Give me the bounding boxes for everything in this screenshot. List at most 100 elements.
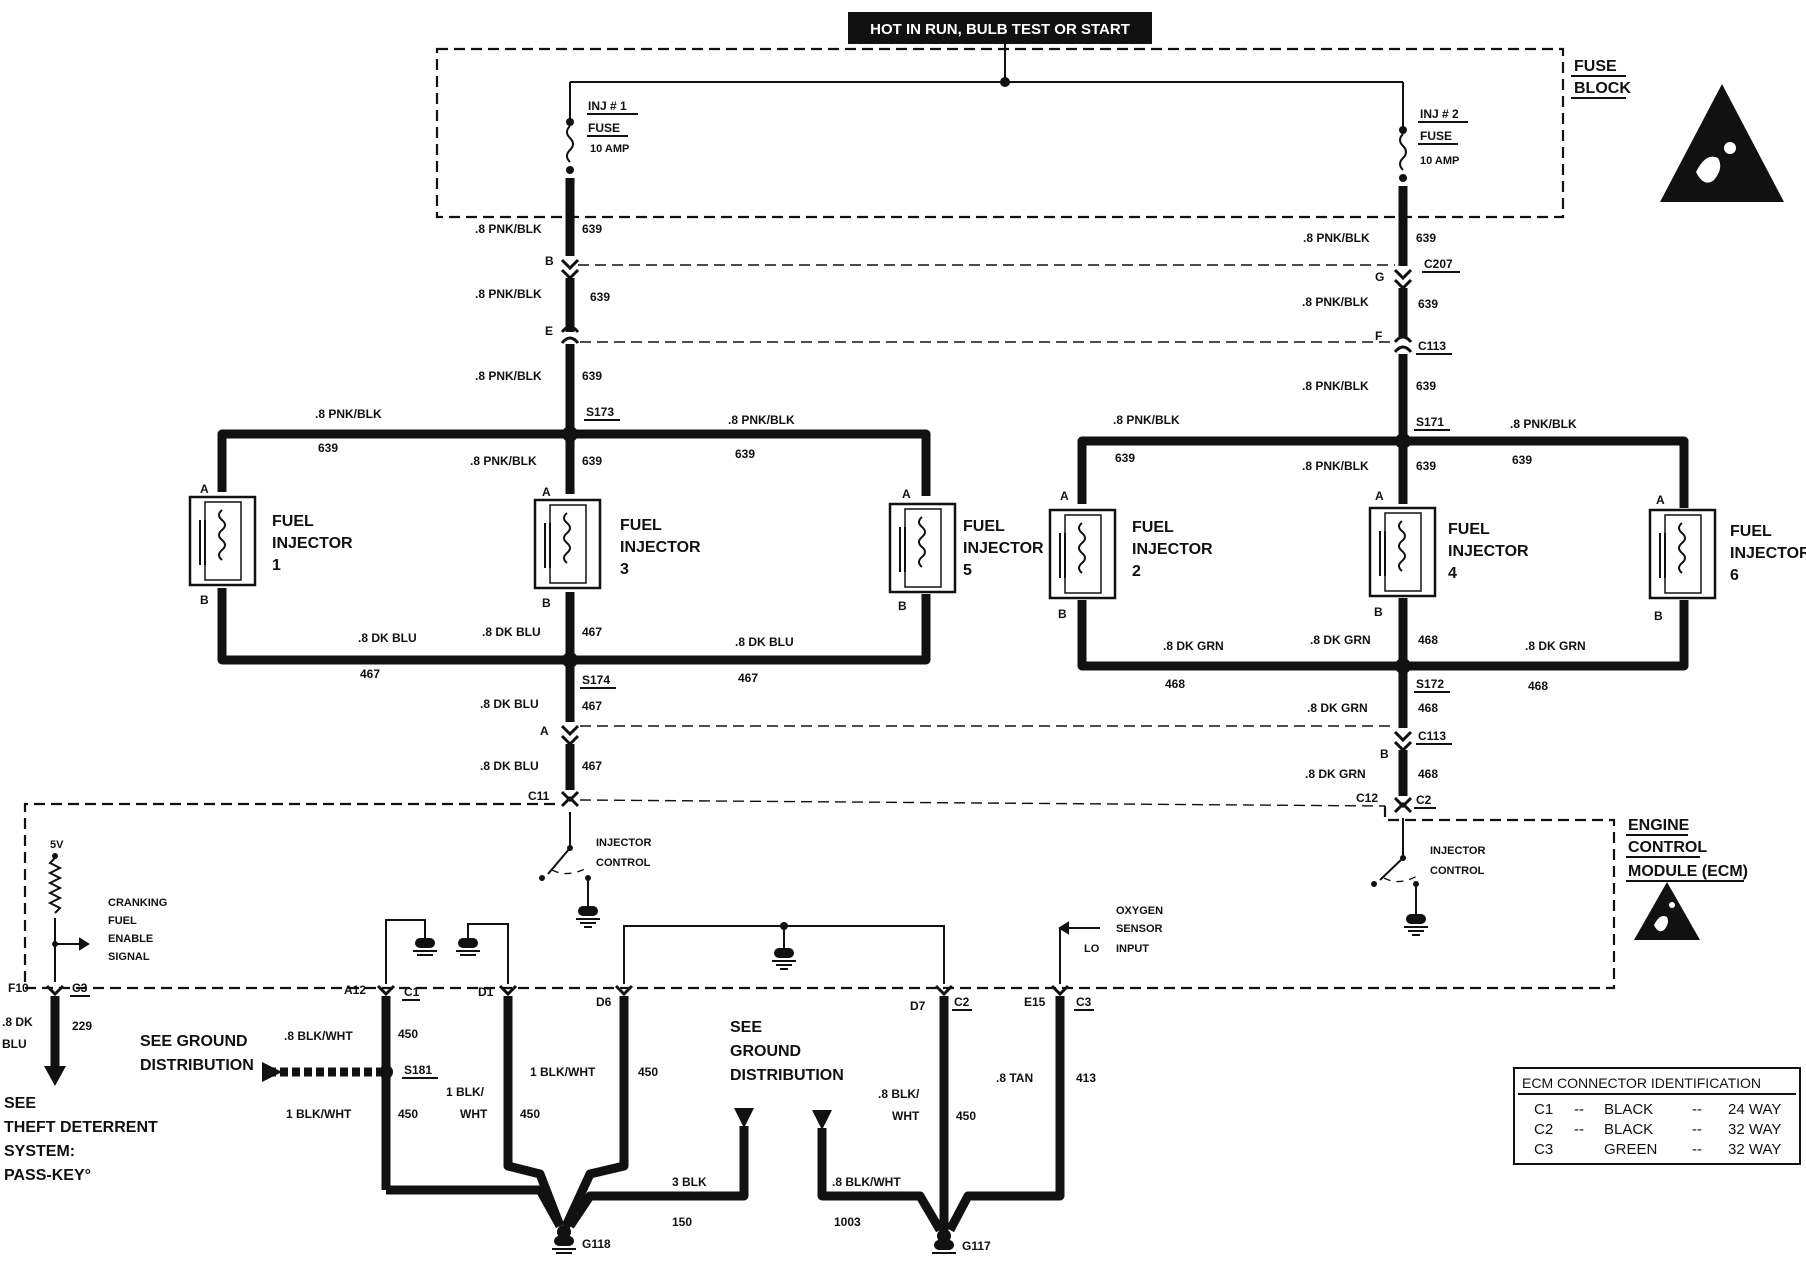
5v-label: 5V xyxy=(50,839,64,851)
svg-text:5: 5 xyxy=(963,562,972,579)
fuse-1-element xyxy=(566,125,574,163)
wire-label: .8 PNK/BLK xyxy=(475,222,542,236)
table-row: C2 -- BLACK -- 32 WAY xyxy=(1534,1121,1781,1138)
splice-s181 xyxy=(379,1065,393,1079)
connector-c113: C113 xyxy=(1418,729,1446,743)
circuit-label: 468 xyxy=(1418,767,1438,781)
esd-warning-icon xyxy=(1634,882,1700,940)
circuit-label: 468 xyxy=(1418,701,1438,715)
connector-e15: E15 xyxy=(1024,995,1046,1009)
connector-d1: D1 xyxy=(478,985,494,999)
circuit-label: 450 xyxy=(398,1027,418,1041)
cranking-fuel-label: CRANKING xyxy=(108,897,167,909)
ecm-ground-icon xyxy=(456,938,480,956)
oxygen-sensor-label: SENSOR xyxy=(1116,923,1163,935)
oxygen-sensor-label: OXYGEN xyxy=(1116,905,1163,917)
fuse-2-rating: 10 AMP xyxy=(1420,155,1459,167)
circuit-label: 413 xyxy=(1076,1071,1096,1085)
wire-label: .8 PNK/BLK xyxy=(470,454,537,468)
svg-text:B: B xyxy=(1374,605,1383,619)
svg-text:FUEL: FUEL xyxy=(272,513,314,530)
fuse-1-label: INJ # 1 xyxy=(588,99,627,113)
injector-control-label: CONTROL xyxy=(596,857,651,869)
fuel-injector-2: A B FUEL INJECTOR 2 xyxy=(1048,489,1213,621)
fuel-injector-3: A B FUEL INJECTOR 3 xyxy=(533,485,701,610)
circuit-label: 1003 xyxy=(834,1215,861,1229)
fuse-block-outline xyxy=(435,47,1565,219)
wire-label: .8 DK BLU xyxy=(735,635,794,649)
svg-text:B: B xyxy=(542,596,551,610)
wire-label: .8 DK xyxy=(2,1015,33,1029)
ecm-label-2: CONTROL xyxy=(1628,839,1707,856)
fuse-block-label-1: FUSE xyxy=(1574,58,1617,75)
connector-c113: C113 xyxy=(1418,339,1446,353)
wire-label: .8 PNK/BLK xyxy=(1303,231,1370,245)
circuit-label: 450 xyxy=(956,1109,976,1123)
svg-text:INJECTOR: INJECTOR xyxy=(1132,541,1213,558)
splice-label: S171 xyxy=(1416,415,1444,429)
svg-text:INJECTOR: INJECTOR xyxy=(620,539,701,556)
svg-text:INJECTOR: INJECTOR xyxy=(272,535,353,552)
svg-text:A: A xyxy=(542,485,551,499)
svg-text:INJECTOR: INJECTOR xyxy=(1448,543,1529,560)
wire-label: 3 BLK xyxy=(672,1175,707,1189)
svg-text:FUEL: FUEL xyxy=(1730,523,1772,540)
circuit-label: 639 xyxy=(1416,231,1436,245)
svg-text:FUEL: FUEL xyxy=(1448,521,1490,538)
wire-label: .8 DK GRN xyxy=(1310,633,1371,647)
connector-c3: C3 xyxy=(1076,995,1092,1009)
wire-label: .8 DK BLU xyxy=(480,697,539,711)
circuit-label: 639 xyxy=(318,441,338,455)
theft-label: THEFT DETERRENT xyxy=(4,1119,158,1136)
wire-label: .8 BLK/WHT xyxy=(832,1175,901,1189)
svg-text:32 WAY: 32 WAY xyxy=(1728,1121,1781,1138)
svg-text:INJECTOR: INJECTOR xyxy=(963,540,1044,557)
see-ground-label: DISTRIBUTION xyxy=(140,1057,254,1074)
circuit-label: 639 xyxy=(582,222,602,236)
wire-label: WHT xyxy=(892,1109,920,1123)
wire-label: .8 TAN xyxy=(996,1071,1033,1085)
wire-label: .8 BLK/ xyxy=(878,1087,920,1101)
splice-label: S172 xyxy=(1416,677,1444,691)
injector-control-label: INJECTOR xyxy=(596,837,651,849)
lo-label: LO xyxy=(1084,943,1100,955)
fuel-injector-1: A B FUEL INJECTOR 1 xyxy=(188,482,353,607)
connector-f10: F10 xyxy=(8,981,29,995)
circuit-label: 639 xyxy=(1416,459,1436,473)
wire-label: BLU xyxy=(2,1037,27,1051)
circuit-label: 639 xyxy=(590,290,610,304)
splice-label: S174 xyxy=(582,673,610,687)
table-row: C3 GREEN -- 32 WAY xyxy=(1534,1141,1781,1158)
connector-d6: D6 xyxy=(596,995,612,1009)
circuit-label: 467 xyxy=(738,671,758,685)
connector-pin-a: A xyxy=(540,724,549,738)
connector-c207: C207 xyxy=(1424,257,1453,271)
ground-g117-label: G117 xyxy=(962,1239,991,1253)
svg-text:C3: C3 xyxy=(1534,1141,1553,1158)
ground-g118-icon xyxy=(552,1225,576,1254)
svg-text:A: A xyxy=(1656,493,1665,507)
fuse-2-element xyxy=(1399,133,1407,171)
wire-label: 1 BLK/WHT xyxy=(286,1107,352,1121)
svg-text:C1: C1 xyxy=(1534,1101,1553,1118)
svg-text:--: -- xyxy=(1692,1121,1702,1138)
circuit-label: 639 xyxy=(1416,379,1436,393)
fuse-2-fuse-label: FUSE xyxy=(1420,129,1452,143)
wire-label: .8 BLK/WHT xyxy=(284,1029,353,1043)
wire-label: .8 DK BLU xyxy=(480,759,539,773)
circuit-label: 639 xyxy=(1512,453,1532,467)
svg-text:BLACK: BLACK xyxy=(1604,1121,1653,1138)
fuel-injector-5: A B FUEL INJECTOR 5 xyxy=(888,487,1044,613)
fuse-1-fuse-label: FUSE xyxy=(588,121,620,135)
svg-text:3: 3 xyxy=(620,561,629,578)
svg-text:BLACK: BLACK xyxy=(1604,1101,1653,1118)
circuit-label: 639 xyxy=(735,447,755,461)
svg-text:B: B xyxy=(200,593,209,607)
svg-text:B: B xyxy=(1654,609,1663,623)
connector-c2: C2 xyxy=(954,995,970,1009)
fuse-block-label-2: BLOCK xyxy=(1574,80,1631,97)
ecm-ground-icon xyxy=(576,906,600,928)
svg-text:A: A xyxy=(1375,489,1384,503)
ecm-connector-table: ECM CONNECTOR IDENTIFICATION C1 -- BLACK… xyxy=(1513,1067,1801,1165)
